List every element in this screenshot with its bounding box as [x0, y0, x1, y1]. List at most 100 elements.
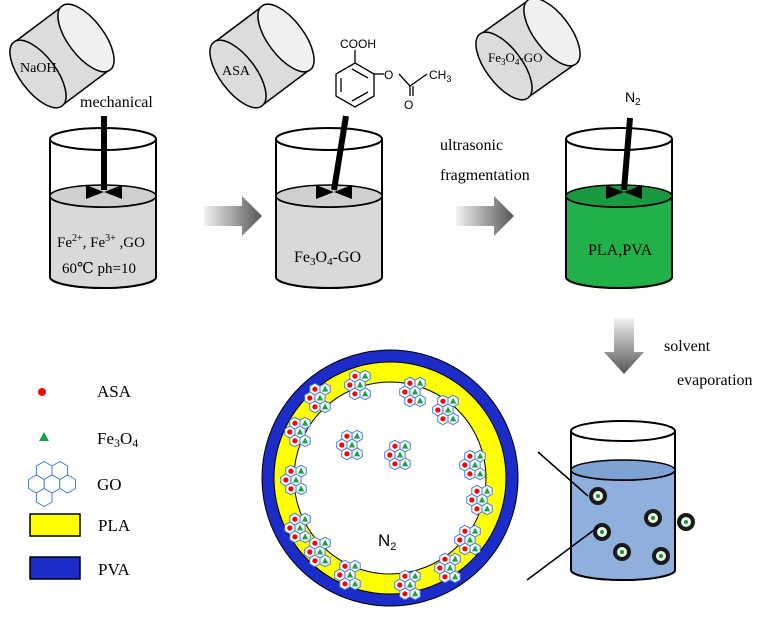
asa-particle	[312, 386, 318, 392]
asa-particle	[462, 546, 468, 552]
fe3o4-particle	[396, 451, 404, 458]
fe3o4-particle	[346, 571, 354, 578]
asa-particle	[287, 525, 293, 531]
fe3o4-particle	[356, 381, 364, 388]
go-cluster	[384, 439, 411, 471]
legend-pva-swatch	[29, 556, 81, 580]
fe3o4-particle	[292, 476, 300, 483]
fe3o4-particle	[471, 461, 479, 468]
asa-particle	[312, 558, 318, 564]
mechanical-label: mechanical	[80, 94, 153, 111]
legend: ASA Fe3O4 GO PLA PVA	[28, 382, 138, 580]
asa-particle	[474, 506, 480, 512]
fe3o4-particle	[411, 590, 419, 597]
n2-center-label: N2	[378, 531, 396, 553]
fe3o4-particle	[449, 415, 457, 422]
go-cluster	[304, 382, 331, 414]
fe3o4-particle	[297, 467, 305, 474]
asa-particle	[437, 565, 443, 571]
asa-particle	[292, 420, 298, 426]
asa-particle	[287, 429, 293, 435]
fe3o4-particle	[321, 403, 329, 410]
beaker-2: Fe3O4-GO	[275, 115, 383, 289]
fe3o4-particle	[316, 394, 324, 401]
fe3o4-particle	[321, 539, 329, 546]
asa-particle	[342, 581, 348, 587]
fe3o4-particle	[401, 442, 409, 449]
carbonyl-oxygen-label: O	[404, 98, 413, 112]
asa-particle	[440, 398, 446, 404]
zoom-line-bottom	[526, 526, 599, 581]
microsphere-dot	[600, 530, 604, 534]
legend-fe3o4-marker	[39, 432, 49, 441]
asa-particle	[402, 389, 408, 395]
fe3o4-go-bottle-label: Fe3O4-GO	[488, 50, 543, 67]
asa-particle	[347, 382, 353, 388]
fe3o4-particle	[411, 572, 419, 579]
asa-bottle: ASA	[209, 3, 315, 109]
fe3o4-particle	[316, 548, 324, 555]
fe3o4-particle	[351, 562, 359, 569]
asa-particle	[402, 573, 408, 579]
asa-particle	[344, 433, 350, 439]
legend-pva-label: PVA	[98, 560, 131, 579]
asa-particle	[467, 471, 473, 477]
ring-oxygen-label: O	[384, 68, 393, 82]
fragmentation-label: fragmentation	[440, 167, 530, 184]
legend-pla-label: PLA	[98, 516, 131, 535]
microsphere-cross-section: N2	[261, 349, 519, 607]
fe3o4-particle	[353, 432, 361, 439]
asa-particle	[440, 416, 446, 422]
asa-particle	[442, 574, 448, 580]
fe3o4-particle	[411, 388, 419, 395]
naoh-label: NaOH	[20, 61, 57, 76]
go-cluster	[334, 559, 361, 591]
legend-asa-marker	[38, 388, 46, 396]
evaporation-label: evaporation	[677, 372, 753, 389]
asa-particle	[435, 407, 441, 413]
asa-particle	[474, 488, 480, 494]
fe3o4-particle	[451, 555, 459, 562]
asa-particle	[467, 453, 473, 459]
asa-particle	[307, 549, 313, 555]
zoom-line-top	[537, 451, 589, 497]
go-cluster	[280, 464, 307, 496]
asa-label: ASA	[222, 64, 251, 79]
go-cluster	[284, 512, 311, 544]
asa-particle	[392, 461, 398, 467]
go-cluster	[434, 552, 461, 584]
fe3o4-particle	[449, 397, 457, 404]
arrow-3	[604, 318, 644, 374]
legend-go-marker	[28, 460, 76, 508]
fe3o4-particle	[321, 557, 329, 564]
aspirin-molecule	[335, 50, 428, 108]
go-cluster	[336, 429, 363, 461]
fe3o4-particle	[297, 485, 305, 492]
asa-particle	[352, 391, 358, 397]
asa-particle	[352, 373, 358, 379]
beaker-4	[570, 420, 695, 581]
legend-pla-swatch	[29, 513, 81, 537]
asa-particle	[307, 395, 313, 401]
asa-particle	[283, 477, 289, 483]
legend-asa-label: ASA	[97, 382, 132, 401]
go-cluster	[432, 394, 459, 426]
fe3o4-particle	[466, 536, 474, 543]
go-cluster	[399, 376, 426, 408]
asa-particle	[462, 528, 468, 534]
go-cluster	[284, 416, 311, 448]
asa-particle	[312, 540, 318, 546]
fe3o4-particle	[301, 419, 309, 426]
fe3o4-particle	[361, 372, 369, 379]
go-cluster-group	[280, 369, 493, 601]
fe3o4-particle	[471, 527, 479, 534]
go-cluster	[304, 536, 331, 568]
beaker-2-label: Fe3O4-GO	[294, 249, 361, 268]
arrow-1	[204, 196, 262, 236]
go-cluster	[466, 484, 493, 516]
fe3o4-particle	[301, 437, 309, 444]
asa-particle	[288, 468, 294, 474]
fe3o4-go-bottle: Fe3O4-GO	[475, 0, 581, 101]
fe3o4-particle	[348, 441, 356, 448]
asa-particle	[407, 380, 413, 386]
